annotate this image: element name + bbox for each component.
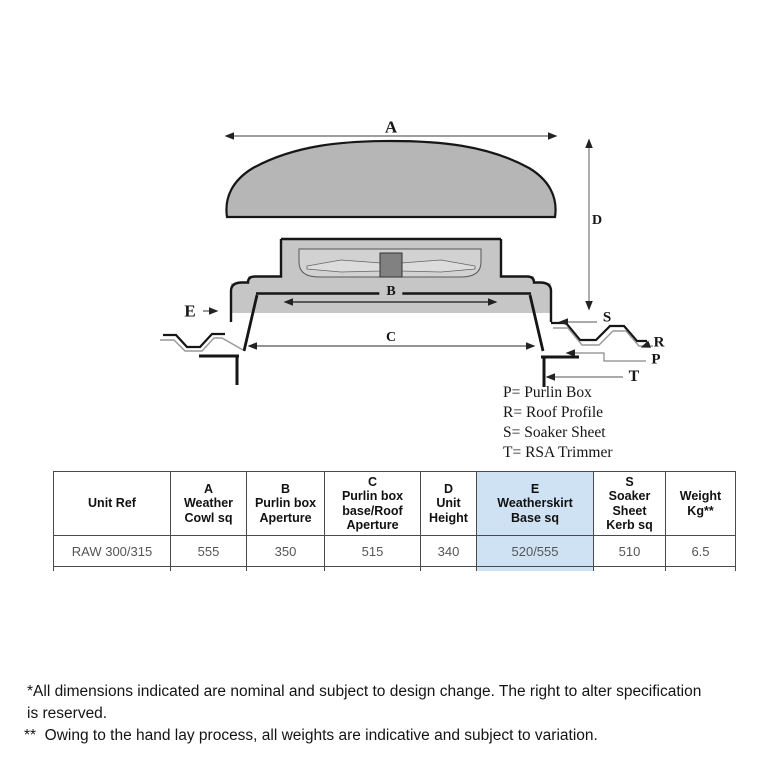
footnote-dimensions-line1: *All dimensions indicated are nominal an… (27, 683, 702, 700)
cell-weight: 6.5 (665, 535, 736, 567)
pointer-r (640, 340, 651, 348)
cell-unit-ref: RAW 300/315 (53, 535, 171, 567)
cell-b: 350 (246, 535, 325, 567)
legend-item-r: R= Roof Profile (503, 404, 604, 421)
cell-e: 520/555 (476, 535, 594, 567)
legend: P= Purlin Box R= Roof Profile S= Soaker … (503, 383, 613, 463)
col-header-d: D Unit Height (420, 471, 477, 536)
col-header-unit-ref: Unit Ref (53, 471, 171, 536)
pointer-p (565, 349, 646, 362)
louvre-blade (306, 252, 476, 278)
cropped-row (53, 566, 736, 571)
cell-d: 340 (420, 535, 477, 567)
cell-s: 510 (593, 535, 666, 567)
blade-hub (379, 252, 403, 278)
dim-label-t: T (628, 368, 640, 385)
col-header-e: E Weatherskirt Base sq (476, 471, 594, 536)
legend-item-p: P= Purlin Box (503, 384, 592, 401)
col-header-weight: Weight Kg** (665, 471, 736, 536)
cell-a: 555 (170, 535, 247, 567)
dim-label-e: E (184, 301, 196, 321)
unit-cross-section-diagram (160, 132, 653, 387)
table-row: RAW 300/315 555 350 515 340 520/555 510 … (53, 535, 736, 567)
purlin-box-left (199, 354, 239, 385)
purlin-box-right (541, 355, 579, 387)
dim-label-s: S (602, 309, 612, 326)
col-header-s: S Soaker Sheet Kerb sq (593, 471, 666, 536)
spec-table: Unit Ref A Weather Cowl sq B Purlin box … (53, 471, 736, 571)
roof-profile-left (160, 332, 244, 352)
col-header-c: C Purlin box base/Roof Aperture (324, 471, 421, 536)
col-header-b: B Purlin box Aperture (246, 471, 325, 536)
legend-item-t: T= RSA Trimmer (503, 444, 613, 461)
legend-item-s: S= Soaker Sheet (503, 424, 606, 441)
dim-label-c: C (377, 331, 405, 345)
dim-label-p: P (651, 351, 661, 368)
weather-cowl-dome (225, 139, 557, 219)
spec-table-wrap: Unit Ref A Weather Cowl sq B Purlin box … (53, 471, 738, 571)
dim-label-b: B (379, 285, 403, 299)
footnote-weights: ** Owing to the hand lay process, all we… (24, 727, 598, 744)
dim-label-a: A (384, 117, 398, 137)
upstand-sides (242, 294, 545, 352)
roof-profile-right (551, 321, 653, 347)
dim-label-d: D (591, 213, 603, 228)
footnote-dimensions-line2: is reserved. (27, 705, 108, 722)
col-header-a: A Weather Cowl sq (170, 471, 247, 536)
dim-label-r: R (653, 334, 665, 351)
header-row: Unit Ref A Weather Cowl sq B Purlin box … (53, 471, 736, 536)
cell-c: 515 (324, 535, 421, 567)
